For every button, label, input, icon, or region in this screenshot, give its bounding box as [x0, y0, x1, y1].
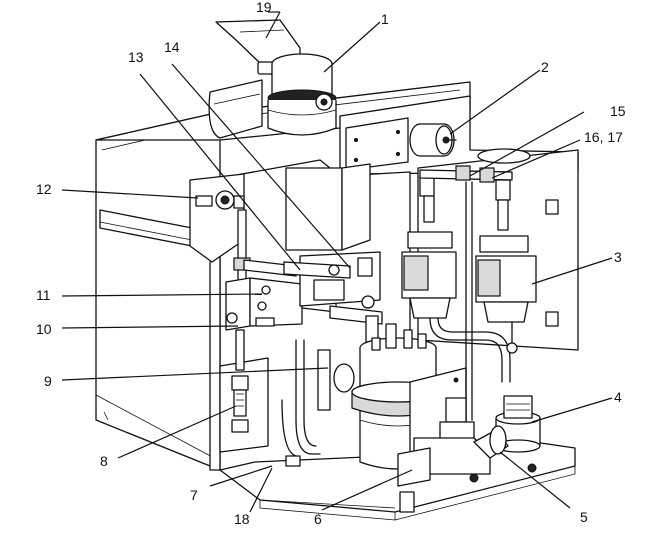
callout-19: 19	[256, 0, 272, 15]
callout-6: 6	[314, 511, 322, 527]
callout-15: 15	[610, 103, 626, 119]
callout-16-17: 16, 17	[584, 129, 623, 145]
callout-10: 10	[36, 321, 52, 337]
callout-12: 12	[36, 181, 52, 197]
callout-14: 14	[164, 39, 180, 55]
fan-assembly	[208, 19, 337, 139]
valve-block	[225, 259, 337, 331]
pump-block	[283, 163, 383, 343]
fitting-block	[189, 173, 251, 281]
callout-9: 9	[44, 373, 52, 389]
leader-lines	[61, 11, 613, 513]
callout-5: 5	[580, 509, 588, 525]
motor-assembly	[345, 117, 531, 171]
callout-labels: 19 1 2 15 16, 17 3 4 5 6 7 18 8 9 10 11 …	[36, 0, 626, 527]
callout-8: 8	[100, 453, 108, 469]
callout-2: 2	[541, 59, 549, 75]
solenoid-valves	[401, 165, 559, 421]
callout-3: 3	[614, 249, 622, 265]
left-pipe-assembly	[219, 329, 355, 467]
callout-13: 13	[128, 49, 144, 65]
inlet-fitting	[495, 395, 541, 453]
bottom-valve	[397, 397, 537, 513]
callout-1: 1	[381, 11, 389, 27]
callout-4: 4	[614, 389, 622, 405]
callout-11: 11	[36, 287, 51, 303]
callout-18: 18	[234, 511, 250, 527]
callout-7: 7	[190, 487, 198, 503]
